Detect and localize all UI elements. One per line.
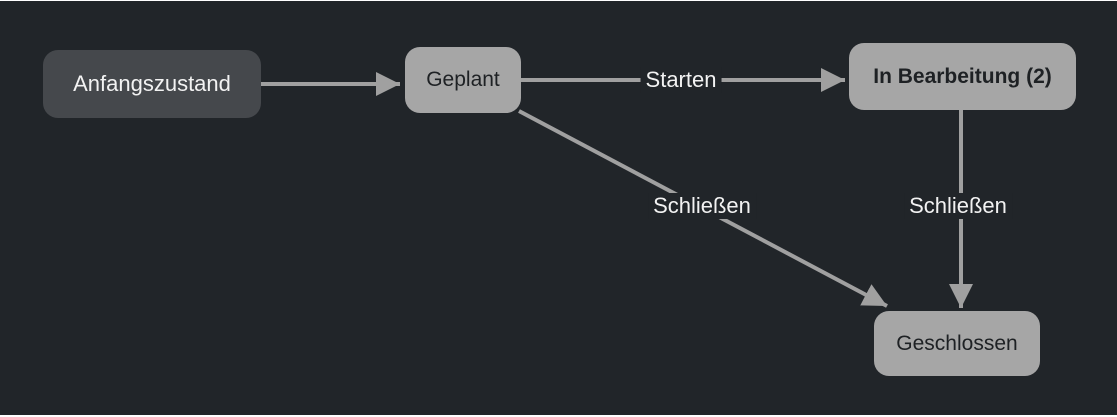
node-in-bearbeitung-label: In Bearbeitung (2) <box>873 64 1052 88</box>
node-geschlossen[interactable]: Geschlossen <box>874 311 1040 376</box>
node-in-bearbeitung[interactable]: In Bearbeitung (2) <box>849 43 1076 110</box>
node-anfangszustand-label: Anfangszustand <box>73 70 231 96</box>
edge-label-schliessen-in-bearbeitung: Schließen <box>904 193 1012 219</box>
node-geplant-label: Geplant <box>426 68 500 92</box>
node-anfangszustand[interactable]: Anfangszustand <box>43 50 261 118</box>
edge-label-starten: Starten <box>640 67 722 93</box>
edge-label-schliessen-geplant: Schließen <box>648 193 756 219</box>
node-geplant[interactable]: Geplant <box>405 47 521 113</box>
node-geschlossen-label: Geschlossen <box>896 331 1018 355</box>
